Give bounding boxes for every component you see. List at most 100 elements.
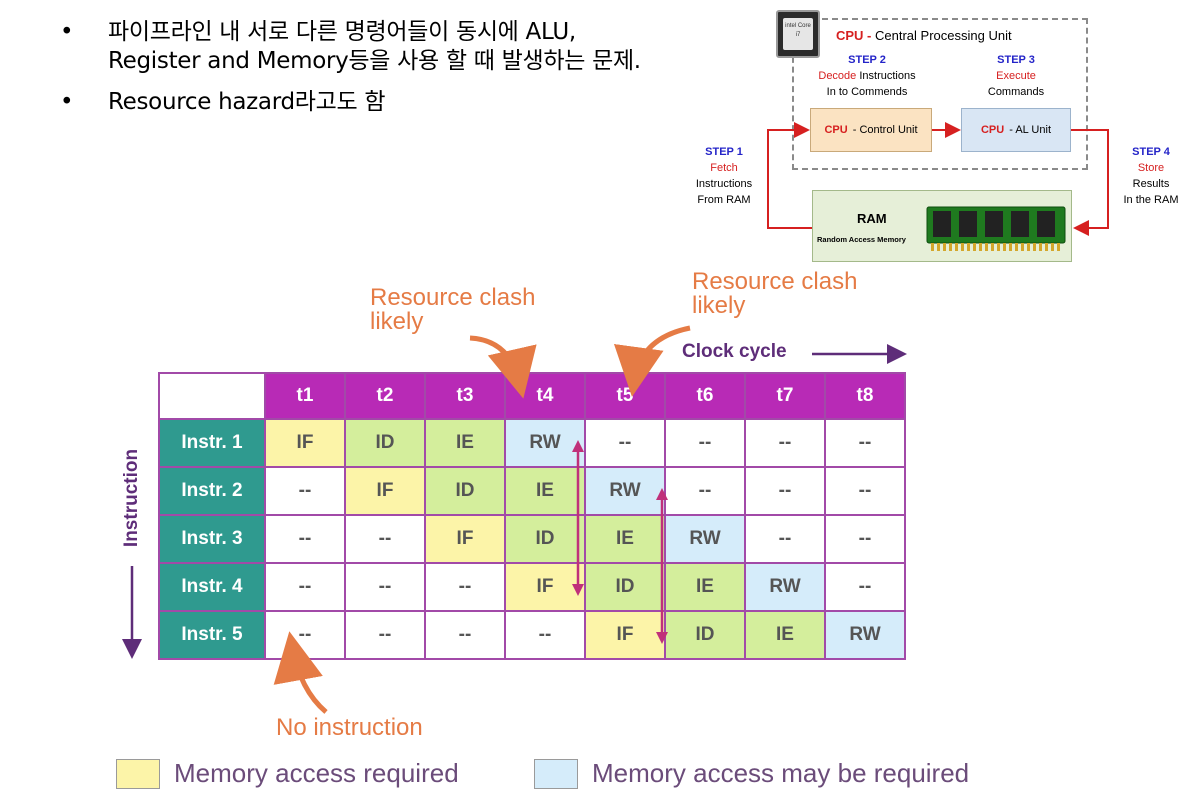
step1-rest1: Instructions: [695, 178, 753, 190]
cpu-title-rest: Central Processing Unit: [875, 28, 1012, 43]
ram-title: RAM: [857, 211, 887, 226]
stage-cell: ID: [344, 418, 426, 468]
no-instruction-label: No instruction: [276, 714, 423, 741]
step2-num: STEP 2: [848, 54, 886, 66]
stage-cell: ID: [424, 466, 506, 516]
step3-num: STEP 3: [997, 54, 1035, 66]
legend-text: Memory access may be required: [592, 758, 970, 788]
stage-cell: --: [264, 466, 346, 516]
step3-label: STEP 3 Execute Commands: [966, 52, 1066, 100]
row-header: Instr. 5: [158, 610, 266, 660]
ram-module-icon: [926, 206, 1066, 251]
stage-cell: --: [664, 466, 746, 516]
resource-clash-label-2: Resource clash likely: [692, 270, 857, 318]
clash-line: likely: [692, 292, 746, 319]
clock-header: t2: [344, 372, 426, 420]
ram-box: RAM Random Access Memory: [812, 190, 1072, 262]
conflict-arrowhead-up-1: [572, 440, 584, 452]
stage-cell: --: [824, 418, 906, 468]
clock-cycle-label: Clock cycle: [682, 341, 787, 362]
cpu-flow-arrows: [767, 122, 1109, 236]
bullet-text: 파이프라인 내 서로 다른 명령어들이 동시에 ALU, Register an…: [108, 19, 641, 74]
cpu-title: CPU - Central Processing Unit: [836, 28, 1012, 43]
resource-clash-label-1: Resource clash likely: [370, 286, 535, 334]
stage-cell: --: [504, 610, 586, 660]
conflict-arrowhead-up-2: [656, 488, 668, 500]
corner-cell: [158, 372, 266, 420]
stage-cell: --: [824, 514, 906, 564]
stage-cell: --: [264, 514, 346, 564]
step1-label: STEP 1 Fetch Instructions From RAM: [688, 144, 760, 208]
clash-line: Resource clash: [692, 268, 858, 295]
stage-cell: IE: [584, 514, 666, 564]
ram-subtitle: Random Access Memory: [817, 235, 906, 244]
legend-swatch-blue: [534, 758, 578, 789]
control-unit-prefix: CPU: [824, 124, 848, 136]
stage-cell: ID: [584, 562, 666, 612]
step4-label: STEP 4 Store Results In the RAM: [1116, 144, 1186, 208]
chip-label: intel Core i7: [783, 18, 813, 50]
step4-rest1: Results: [1132, 178, 1170, 190]
stage-cell: --: [424, 562, 506, 612]
clock-header: t7: [744, 372, 826, 420]
stage-cell: RW: [744, 562, 826, 612]
stage-cell: --: [824, 466, 906, 516]
no-instruction-arrow: [273, 631, 328, 714]
clash-arrow-2: [613, 325, 691, 397]
alu-prefix: CPU: [980, 124, 1005, 136]
legend-memory-maybe: Memory access may be required: [534, 758, 969, 789]
stage-cell: IF: [264, 418, 346, 468]
cpu-diagram: intel Core i7 CPU - Central Processing U…: [688, 0, 1188, 270]
stage-cell: --: [344, 514, 426, 564]
stage-cell: --: [344, 562, 426, 612]
bullet-dot: •: [60, 89, 74, 115]
step3-action: Execute: [996, 70, 1036, 82]
step4-num: STEP 4: [1132, 146, 1170, 158]
stage-cell: IF: [424, 514, 506, 564]
control-unit-label: - Control Unit: [852, 124, 918, 136]
clash-line: likely: [370, 308, 424, 335]
legend-swatch-yellow: [116, 758, 160, 789]
stage-cell: IE: [504, 466, 586, 516]
step1-rest2: From RAM: [697, 194, 751, 206]
stage-cell: --: [744, 418, 826, 468]
row-header: Instr. 2: [158, 466, 266, 516]
clock-header: t8: [824, 372, 906, 420]
stage-cell: IE: [664, 562, 746, 612]
stage-cell: IF: [344, 466, 426, 516]
clash-arrow-1: [469, 335, 537, 399]
bullet-item: • 파이프라인 내 서로 다른 명령어들이 동시에 ALU, Register …: [60, 18, 660, 76]
stage-cell: --: [264, 562, 346, 612]
stage-cell: IF: [584, 610, 666, 660]
step3-rest: Commands: [987, 86, 1045, 98]
stage-cell: --: [744, 466, 826, 516]
control-unit-box: CPU - Control Unit: [810, 108, 932, 152]
stage-cell: ID: [664, 610, 746, 660]
alu-box: CPU - AL Unit: [961, 108, 1071, 152]
bullet-list: • 파이프라인 내 서로 다른 명령어들이 동시에 ALU, Register …: [60, 18, 660, 117]
conflict-arrowhead-down-1: [572, 584, 584, 596]
conflict-arrowhead-down-2: [656, 632, 668, 644]
stage-cell: --: [424, 610, 506, 660]
stage-cell: ID: [504, 514, 586, 564]
bullet-text: Resource hazard라고도 함: [108, 89, 386, 115]
clock-header: t6: [664, 372, 746, 420]
stage-cell: --: [824, 562, 906, 612]
step2-action: Decode: [818, 70, 857, 82]
bullet-dot: •: [60, 19, 74, 45]
step1-action: Fetch: [710, 162, 738, 174]
clock-header: t1: [264, 372, 346, 420]
cpu-boundary: [792, 18, 1088, 170]
stage-cell: --: [664, 418, 746, 468]
step4-action: Store: [1137, 162, 1165, 174]
legend-memory-required: Memory access required: [116, 758, 459, 789]
step4-rest2: In the RAM: [1123, 194, 1179, 206]
stage-cell: IF: [504, 562, 586, 612]
stage-cell: RW: [584, 466, 666, 516]
stage-cell: --: [344, 610, 426, 660]
